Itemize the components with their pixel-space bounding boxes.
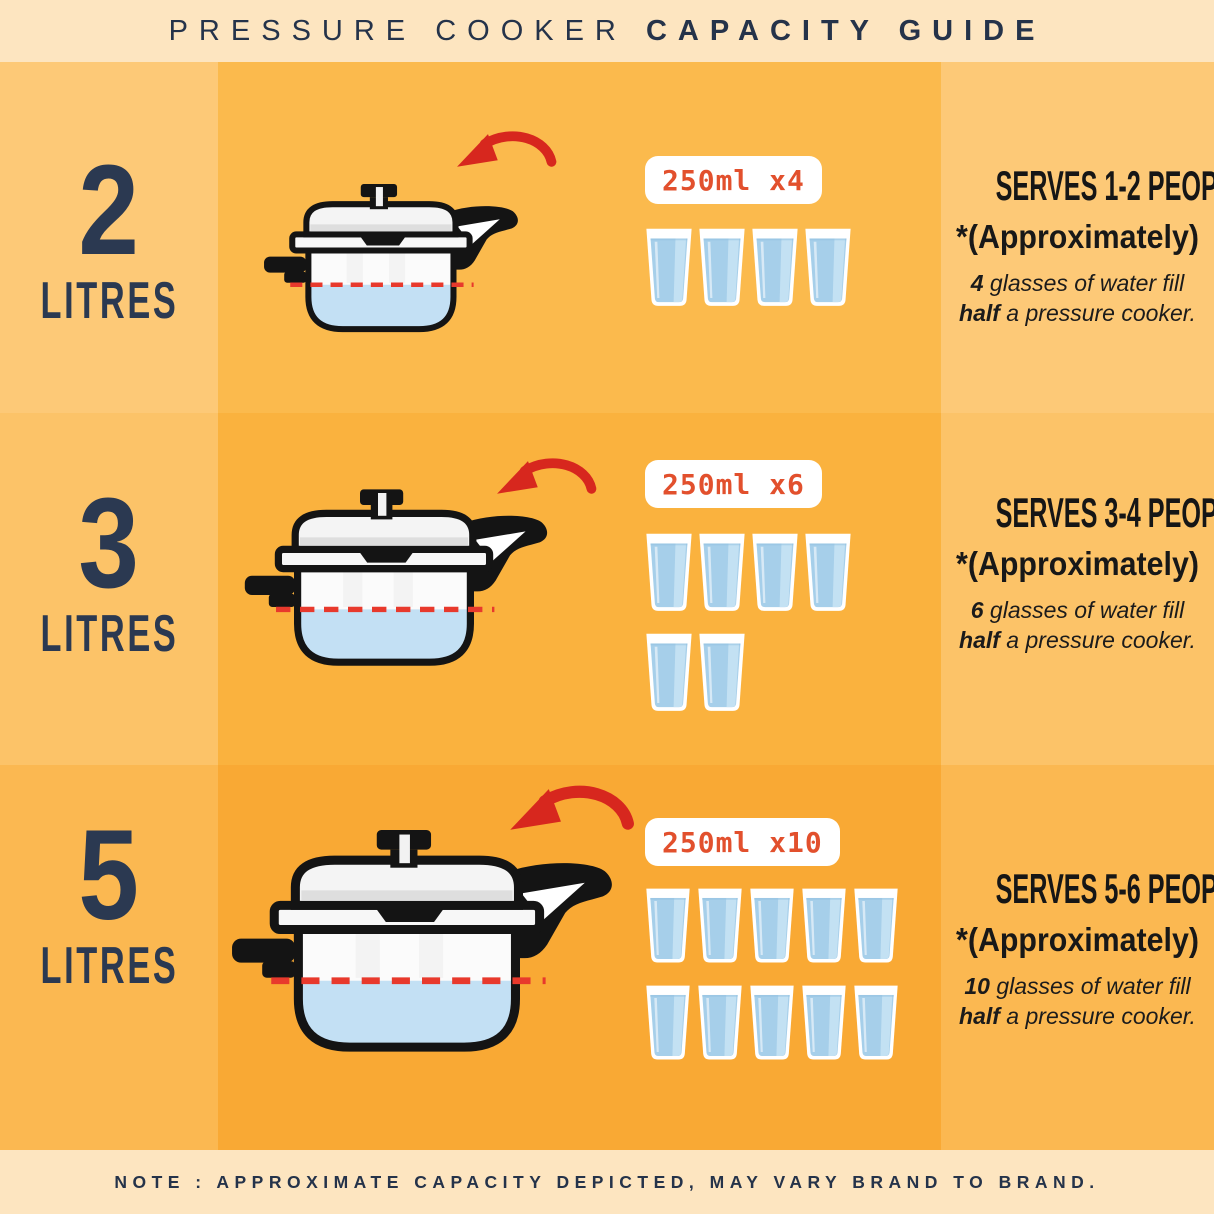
capacity-label-5-litres: 5 LITRES (0, 765, 218, 1150)
serves-heading: SERVES 5-6 PEOPLE (995, 865, 1214, 912)
arrow-pointer (444, 126, 558, 204)
capacity-row-5-litres: 5 LITRES 250ml (0, 765, 1214, 1150)
glass-line (645, 983, 899, 1061)
litre-number: 3 (78, 472, 140, 615)
cup-measure-text: 250ml x4 (662, 163, 805, 197)
curved-arrow-icon (457, 131, 557, 167)
pressure-cooker-icon (264, 184, 518, 333)
capacity-row-3-litres: 3 LITRES 250ml (0, 413, 1214, 765)
glass-line (645, 226, 852, 307)
glasses-grid (645, 531, 852, 731)
footer-note-bar: NOTE : APPROXIMATE CAPACITY DEPICTED, MA… (0, 1150, 1214, 1214)
curved-arrow-icon (497, 458, 597, 494)
illustration-area: 250ml x6 (218, 413, 941, 765)
litre-unit: LITRES (40, 937, 178, 995)
capacity-label-2-litres: 2 LITRES (0, 62, 218, 413)
illustration-area: 250ml x10 (218, 765, 941, 1150)
water-glass-icon (752, 533, 798, 611)
cooker-illustration (226, 827, 618, 1056)
glass-line (645, 886, 899, 964)
curved-arrow-icon (510, 785, 634, 830)
water-glass-icon (752, 228, 798, 306)
serves-heading: SERVES 3-4 PEOPLE (995, 489, 1214, 536)
water-glass-icon (646, 533, 692, 611)
capacity-label-3-litres: 3 LITRES (0, 413, 218, 765)
cooker-illustration (260, 182, 522, 335)
footer-note: NOTE : APPROXIMATE CAPACITY DEPICTED, MA… (114, 1171, 1100, 1192)
illustration-area: 250ml x4 (218, 62, 941, 413)
approximately-note: *(Approximately) (956, 545, 1199, 582)
water-glass-icon (805, 533, 851, 611)
serving-info: SERVES 3-4 PEOPLE *(Approximately) 6 gla… (941, 413, 1214, 765)
pressure-cooker-icon (232, 830, 612, 1052)
water-glass-icon (854, 985, 898, 1060)
water-glass-icon (646, 228, 692, 306)
page-title: PRESSURE COOKER CAPACITY GUIDE (169, 15, 1046, 48)
cup-measure-badge: 250ml x6 (645, 460, 822, 508)
water-glass-icon (646, 985, 690, 1060)
cup-measure-badge: 250ml x10 (645, 818, 840, 866)
litre-number: 2 (78, 139, 140, 282)
water-glass-icon (750, 888, 794, 963)
water-glass-icon (805, 228, 851, 306)
cup-measure-badge: 250ml x4 (645, 156, 822, 204)
water-glass-icon (802, 985, 846, 1060)
water-glass-icon (646, 888, 690, 963)
glass-line (645, 531, 852, 612)
arrow-pointer (494, 779, 636, 876)
water-glass-icon (699, 533, 745, 611)
cup-measure-text: 250ml x6 (662, 467, 805, 501)
litre-unit: LITRES (40, 605, 178, 663)
cooker-illustration (240, 487, 552, 669)
pressure-cooker-icon (244, 489, 548, 666)
glasses-grid (645, 886, 899, 1080)
serves-heading: SERVES 1-2 PEOPLE (995, 162, 1214, 209)
capacity-row-2-litres: 2 LITRES 250ml (0, 62, 1214, 413)
page-title-bold: CAPACITY GUIDE (645, 14, 1046, 47)
glasses-grid (645, 226, 852, 326)
header-bar: PRESSURE COOKER CAPACITY GUIDE (0, 0, 1214, 62)
water-glass-icon (699, 228, 745, 306)
serving-info: SERVES 1-2 PEOPLE *(Approximately) 4 gla… (941, 62, 1214, 413)
page-title-regular: PRESSURE COOKER (168, 14, 627, 47)
water-glass-icon (802, 888, 846, 963)
water-glass-icon (854, 888, 898, 963)
approximately-note: *(Approximately) (956, 218, 1199, 255)
glass-line (645, 631, 852, 712)
serving-info: SERVES 5-6 PEOPLE *(Approximately) 10 gl… (941, 765, 1214, 1150)
litre-unit: LITRES (40, 272, 178, 330)
water-glass-icon (699, 633, 745, 712)
approximately-note: *(Approximately) (956, 921, 1199, 958)
water-glass-icon (750, 985, 794, 1060)
water-glass-icon (698, 888, 742, 963)
litre-number: 5 (78, 804, 140, 947)
water-glass-icon (646, 633, 692, 712)
arrow-pointer (484, 453, 598, 531)
water-glass-icon (698, 985, 742, 1060)
cup-measure-text: 250ml x10 (662, 825, 823, 859)
